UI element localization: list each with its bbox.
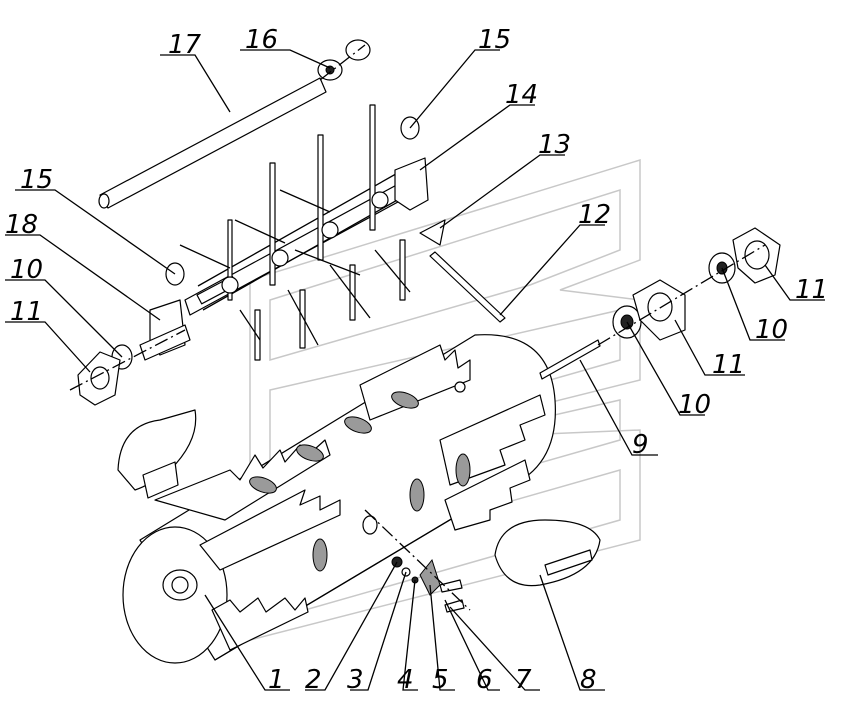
callout-10-b: 10	[755, 315, 788, 345]
callout-2: 2	[305, 665, 322, 695]
callout-4: 4	[397, 665, 414, 695]
drum-housing	[122, 334, 556, 664]
callout-17: 17	[168, 30, 202, 60]
callout-12: 12	[578, 200, 611, 230]
callout-14: 14	[505, 80, 538, 110]
callout-6: 6	[476, 665, 493, 695]
callout-10-a: 10	[678, 390, 711, 420]
callout-11-a: 11	[712, 350, 745, 380]
callout-8: 8	[580, 665, 597, 695]
callout-3: 3	[347, 665, 364, 695]
callout-16: 16	[245, 25, 278, 55]
assembly-axes	[69, 44, 766, 611]
callout-15-a: 15	[478, 25, 511, 55]
callout-leaders	[5, 49, 825, 691]
key-pin-13	[419, 219, 446, 246]
callout-5: 5	[432, 665, 449, 695]
long-shaft-9	[539, 339, 601, 380]
callout-labels: 1 2 3 4 5 6 7 8 9 10 10 10 11 11 11 12 1…	[5, 25, 828, 695]
fasteners	[362, 515, 465, 613]
bearing-16	[317, 39, 371, 81]
left-cover-plate	[117, 409, 197, 499]
callout-1: 1	[268, 665, 285, 695]
rotor-shaft-assembly	[179, 104, 429, 361]
perforated-tube	[98, 77, 327, 209]
callout-7: 7	[515, 665, 532, 695]
callout-13: 13	[538, 130, 571, 160]
callout-15-b: 15	[20, 165, 53, 195]
callout-10-c: 10	[10, 255, 43, 285]
callout-11-b: 11	[795, 275, 828, 305]
rod-12	[429, 251, 506, 323]
callout-11-c: 11	[10, 297, 43, 327]
callout-18: 18	[5, 210, 38, 240]
right-cover-plate	[494, 519, 601, 587]
callout-9: 9	[632, 430, 649, 460]
